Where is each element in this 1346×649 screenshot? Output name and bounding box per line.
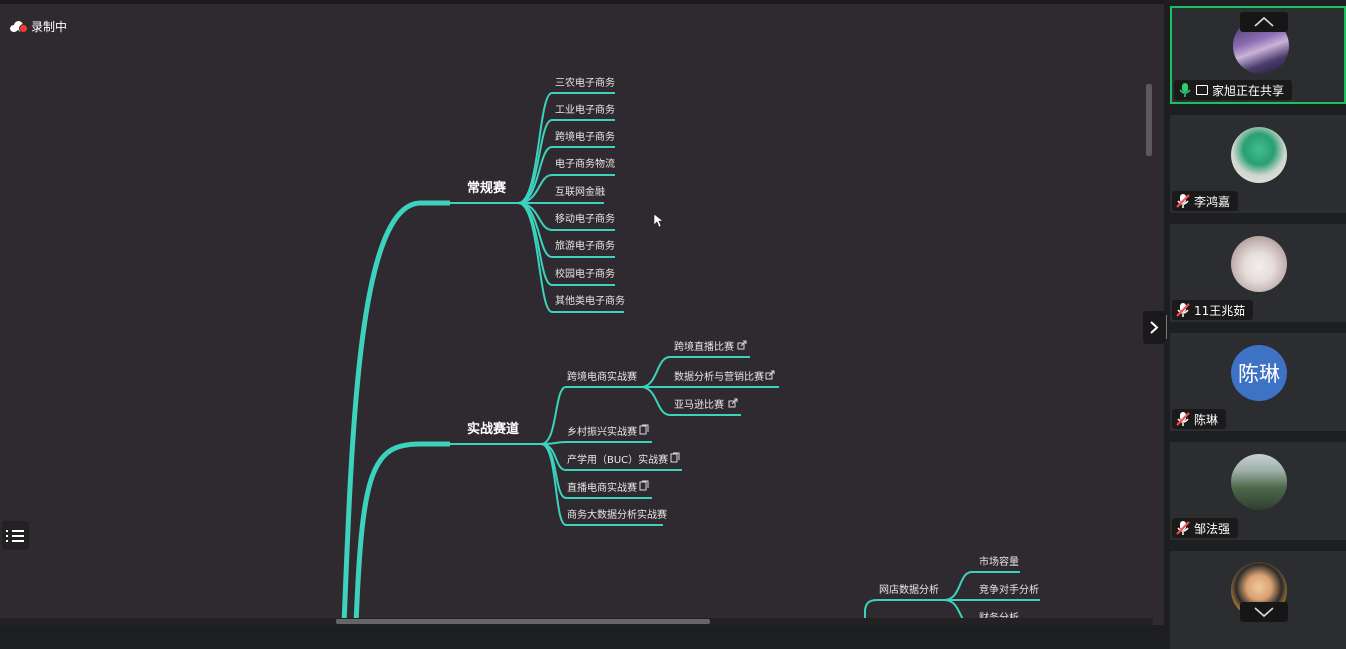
participant-tile[interactable]: 邹法强 — [1170, 442, 1346, 540]
branch-label-practice[interactable]: 实战赛道 — [467, 421, 519, 437]
recording-indicator: 录制中 — [10, 17, 67, 35]
participant-tile[interactable]: 陈琳 陈琳 — [1170, 333, 1346, 431]
participant-name: 11王兆茹 — [1194, 303, 1246, 318]
topic-node[interactable]: 旅游电子商务 — [555, 239, 615, 252]
scroll-up-button[interactable] — [1240, 12, 1288, 32]
recording-cloud-icon — [10, 20, 28, 33]
topic-node[interactable]: 三农电子商务 — [555, 76, 615, 89]
note-icon[interactable] — [639, 480, 649, 491]
external-link-icon[interactable] — [728, 398, 738, 408]
topic-node[interactable]: 乡村振兴实战赛 — [567, 425, 637, 438]
branch-label-regular[interactable]: 常规赛 — [467, 180, 507, 196]
vertical-scroll-thumb[interactable] — [1146, 84, 1152, 156]
topic-node[interactable]: 跨境电子商务 — [555, 130, 615, 143]
topic-node[interactable]: 电子商务物流 — [555, 157, 615, 170]
mic-on-icon — [1179, 83, 1191, 97]
subtopic-node[interactable]: 数据分析与营销比赛 — [674, 370, 764, 383]
mic-muted-icon — [1176, 412, 1190, 426]
topic-node[interactable]: 移动电子商务 — [555, 212, 615, 225]
vertical-scrollbar[interactable] — [1145, 12, 1153, 612]
topic-node[interactable]: 互联网金融 — [555, 185, 605, 198]
external-link-icon[interactable] — [737, 340, 747, 350]
horizontal-scroll-thumb[interactable] — [336, 619, 710, 624]
note-icon[interactable] — [670, 452, 680, 463]
shared-screen: 常规赛 三农电子商务 工业电子商务 跨境电子商务 电子商务物流 互联网金融 移动… — [0, 0, 1164, 625]
participant-name: 家旭正在共享 — [1212, 83, 1285, 98]
topic-node[interactable]: 直播电商实战赛 — [567, 481, 637, 494]
participant-tile[interactable]: 李鸿嘉 — [1170, 115, 1346, 213]
participant-nametag: 11王兆茹 — [1172, 300, 1254, 320]
recording-label: 录制中 — [31, 19, 68, 34]
mic-muted-icon — [1176, 194, 1190, 208]
chevron-up-icon — [1254, 16, 1274, 27]
screen-share-icon — [1196, 85, 1208, 95]
trunk-connector — [341, 200, 450, 625]
note-icon[interactable] — [639, 424, 649, 435]
topic-node[interactable]: 工业电子商务 — [555, 103, 615, 116]
topic-node[interactable]: 商务大数据分析实战赛 — [567, 508, 667, 521]
avatar — [1231, 454, 1287, 510]
scroll-down-button[interactable] — [1240, 602, 1288, 622]
chevron-down-icon — [1254, 607, 1274, 618]
mouse-cursor — [653, 213, 664, 228]
avatar: 陈琳 — [1231, 345, 1287, 401]
outline-list-button[interactable] — [2, 521, 29, 550]
subtopic-node[interactable]: 竞争对手分析 — [979, 583, 1039, 596]
participant-nametag: 家旭正在共享 — [1174, 80, 1293, 100]
participant-name: 李鸿嘉 — [1194, 194, 1231, 209]
participant-nametag: 陈琳 — [1172, 409, 1227, 429]
collapse-panel-button[interactable] — [1143, 311, 1165, 344]
participant-name: 邹法强 — [1194, 521, 1231, 536]
mindmap-canvas: 常规赛 三农电子商务 工业电子商务 跨境电子商务 电子商务物流 互联网金融 移动… — [341, 76, 1040, 625]
participant-nametag: 邹法强 — [1172, 518, 1239, 538]
mic-muted-icon — [1176, 521, 1190, 535]
topic-node[interactable]: 网店数据分析 — [879, 583, 939, 596]
topic-node[interactable]: 其他类电子商务 — [555, 294, 625, 307]
participants-panel: 家旭正在共享 李鸿嘉 11王兆茹 陈琳 陈琳 邹法强 — [1170, 0, 1346, 649]
participant-name: 陈琳 — [1194, 412, 1219, 427]
topic-node[interactable]: 校园电子商务 — [555, 267, 615, 280]
trunk-connector — [353, 441, 450, 625]
topic-node[interactable]: 跨境电商实战赛 — [567, 370, 637, 383]
topic-node[interactable]: 产学用（BUC）实战赛 — [567, 453, 668, 466]
horizontal-scrollbar[interactable] — [0, 618, 1153, 625]
participant-tile[interactable] — [1170, 551, 1346, 649]
participant-tile[interactable]: 11王兆茹 — [1170, 224, 1346, 322]
avatar — [1231, 236, 1287, 292]
avatar-initials: 陈琳 — [1238, 362, 1280, 386]
subtopic-node[interactable]: 亚马逊比赛 — [674, 398, 724, 411]
participant-nametag: 李鸿嘉 — [1172, 191, 1239, 211]
subtopic-node[interactable]: 跨境直播比赛 — [674, 340, 734, 353]
chevron-right-icon — [1150, 321, 1159, 334]
subtopic-node[interactable]: 市场容量 — [979, 555, 1019, 568]
external-link-icon[interactable] — [765, 370, 775, 380]
avatar — [1231, 127, 1287, 183]
mic-muted-icon — [1176, 303, 1190, 317]
